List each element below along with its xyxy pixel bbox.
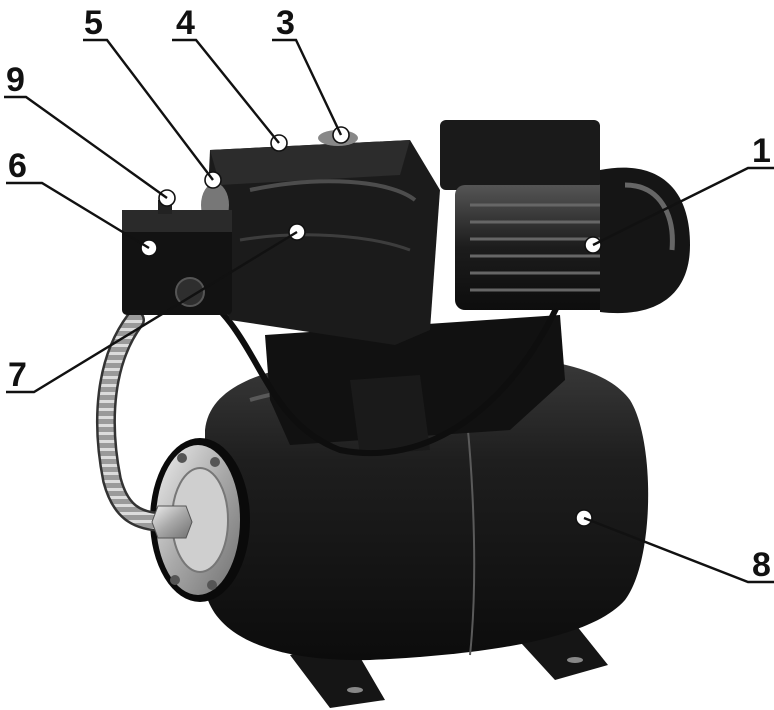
callout-labels: 1 3 4 5 9 6 7 8 — [6, 4, 771, 584]
callout-6: 6 — [8, 147, 27, 185]
electric-motor — [440, 120, 690, 314]
flexible-hose — [96, 310, 193, 539]
pump-base — [265, 315, 565, 455]
callout-1: 1 — [752, 132, 771, 170]
pressure-switch — [122, 200, 232, 315]
callout-3: 3 — [276, 4, 295, 42]
callout-5: 5 — [84, 4, 103, 42]
callout-4: 4 — [176, 4, 195, 42]
callout-9: 9 — [6, 61, 25, 99]
tank-flange — [150, 438, 250, 602]
callout-7: 7 — [8, 356, 27, 394]
callout-8: 8 — [752, 546, 771, 584]
leader-lines — [4, 38, 774, 584]
pump-body — [201, 130, 440, 345]
